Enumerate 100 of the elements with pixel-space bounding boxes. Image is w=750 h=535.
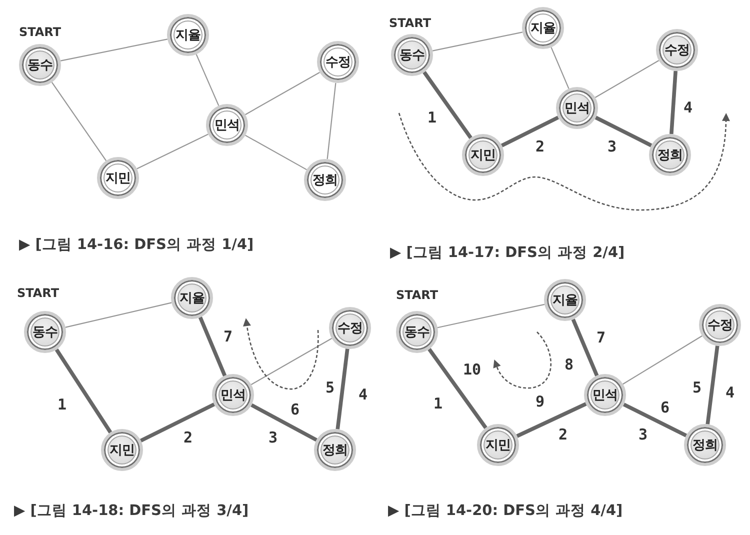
thick-edge-line xyxy=(140,402,216,442)
node-name: 동수 xyxy=(28,58,52,72)
thick-edge-line xyxy=(516,402,587,438)
start-label: START xyxy=(16,287,60,299)
edge-line xyxy=(51,82,107,162)
thick-edge-line xyxy=(336,348,350,430)
edge-line xyxy=(65,302,172,328)
node-name: 민석 xyxy=(592,388,618,402)
node-name: 지율 xyxy=(552,294,578,306)
edge-line xyxy=(136,134,208,170)
step-number: 3 xyxy=(607,140,617,154)
step-number: 3 xyxy=(268,430,278,446)
edge-line xyxy=(196,54,220,106)
step-number: 3 xyxy=(638,428,648,442)
node-circle xyxy=(171,277,213,319)
node-circle xyxy=(522,7,564,49)
step-number: 2 xyxy=(535,140,545,154)
step-number: 4 xyxy=(358,388,368,402)
node-name: 동수 xyxy=(32,326,58,338)
step-number: 4 xyxy=(725,386,735,400)
start-label: START xyxy=(396,289,438,301)
node-circle xyxy=(304,159,346,201)
step-number: 7 xyxy=(223,330,233,344)
node-name: 정희 xyxy=(322,444,348,456)
node-name: 정희 xyxy=(312,174,338,186)
step-number: 5 xyxy=(692,380,702,396)
node-circle xyxy=(19,44,61,86)
node-circle xyxy=(649,134,691,176)
start-label: START xyxy=(388,17,432,29)
step-number: 5 xyxy=(325,380,335,396)
edge-line xyxy=(245,72,320,116)
node-name: 지율 xyxy=(180,292,204,304)
node-name: 지민 xyxy=(106,172,130,184)
node-name: 정희 xyxy=(692,438,718,452)
step-number: 1 xyxy=(427,110,437,126)
start-label: START xyxy=(18,26,62,38)
step-number: 4 xyxy=(683,100,693,116)
node-name: 지민 xyxy=(486,438,510,452)
step-number: 7 xyxy=(596,330,606,346)
node-circle xyxy=(699,304,741,346)
thick-edge-line xyxy=(670,70,678,134)
node-name: 지율 xyxy=(176,28,200,42)
step-number: 8 xyxy=(564,358,574,372)
node-circle xyxy=(391,34,433,76)
step-number: 6 xyxy=(290,402,300,418)
thick-edge-line xyxy=(706,346,720,424)
node-name: 수정 xyxy=(338,322,362,334)
figure-caption: ▶ [그림 14-17: DFS의 과정 2/4] xyxy=(390,246,625,262)
thick-edge-line xyxy=(422,71,472,139)
edge-line xyxy=(250,338,332,386)
node-circle xyxy=(101,429,143,471)
node-circle xyxy=(97,157,139,199)
edge-line xyxy=(550,47,570,89)
node-circle xyxy=(167,14,209,56)
thick-edge-line xyxy=(622,402,688,438)
thick-edge-line xyxy=(571,318,599,376)
edge-line xyxy=(437,304,545,328)
node-circle xyxy=(462,134,504,176)
step-number: 1 xyxy=(57,398,67,412)
step-number: 9 xyxy=(535,394,545,410)
node-name: 민석 xyxy=(214,118,240,132)
thick-edge-line xyxy=(428,348,488,429)
node-circle xyxy=(317,41,359,83)
node-circle xyxy=(584,374,626,416)
thick-edge-line xyxy=(198,316,227,376)
node-circle xyxy=(212,374,254,416)
node-circle xyxy=(656,29,698,71)
thick-edge-line xyxy=(500,116,560,148)
edge-line xyxy=(432,32,523,52)
node-circle xyxy=(206,104,248,146)
thick-edge-line xyxy=(594,116,652,148)
step-number: 10 xyxy=(462,362,482,378)
edge-line xyxy=(622,335,702,385)
figure-caption: ▶ [그림 14-18: DFS의 과정 3/4] xyxy=(14,504,249,520)
edge-line xyxy=(60,38,168,62)
node-name: 지민 xyxy=(110,444,134,456)
node-name: 동수 xyxy=(400,48,424,62)
node-circle xyxy=(684,424,726,466)
node-circle xyxy=(314,429,356,471)
node-circle xyxy=(556,87,598,129)
figure-caption: ▶ [그림 14-16: DFS의 과정 1/4] xyxy=(19,238,254,254)
node-name: 민석 xyxy=(564,102,590,114)
node-circle xyxy=(24,311,66,353)
node-name: 수정 xyxy=(664,44,690,56)
node-name: 정희 xyxy=(658,148,682,162)
node-circle xyxy=(544,279,586,321)
step-number: 6 xyxy=(660,400,670,416)
thick-edge-line xyxy=(54,348,112,434)
node-name: 지민 xyxy=(470,148,496,162)
step-number: 1 xyxy=(433,396,443,412)
node-name: 동수 xyxy=(404,326,430,338)
edge-line xyxy=(326,82,336,160)
node-circle xyxy=(396,311,438,353)
step-number: 2 xyxy=(183,430,193,446)
node-name: 지율 xyxy=(530,22,556,34)
node-circle xyxy=(477,424,519,466)
thick-edge-line xyxy=(250,403,318,442)
node-name: 민석 xyxy=(220,388,246,402)
figure-caption: ▶ [그림 14-20: DFS의 과정 4/4] xyxy=(388,504,623,520)
step-number: 2 xyxy=(558,428,568,442)
